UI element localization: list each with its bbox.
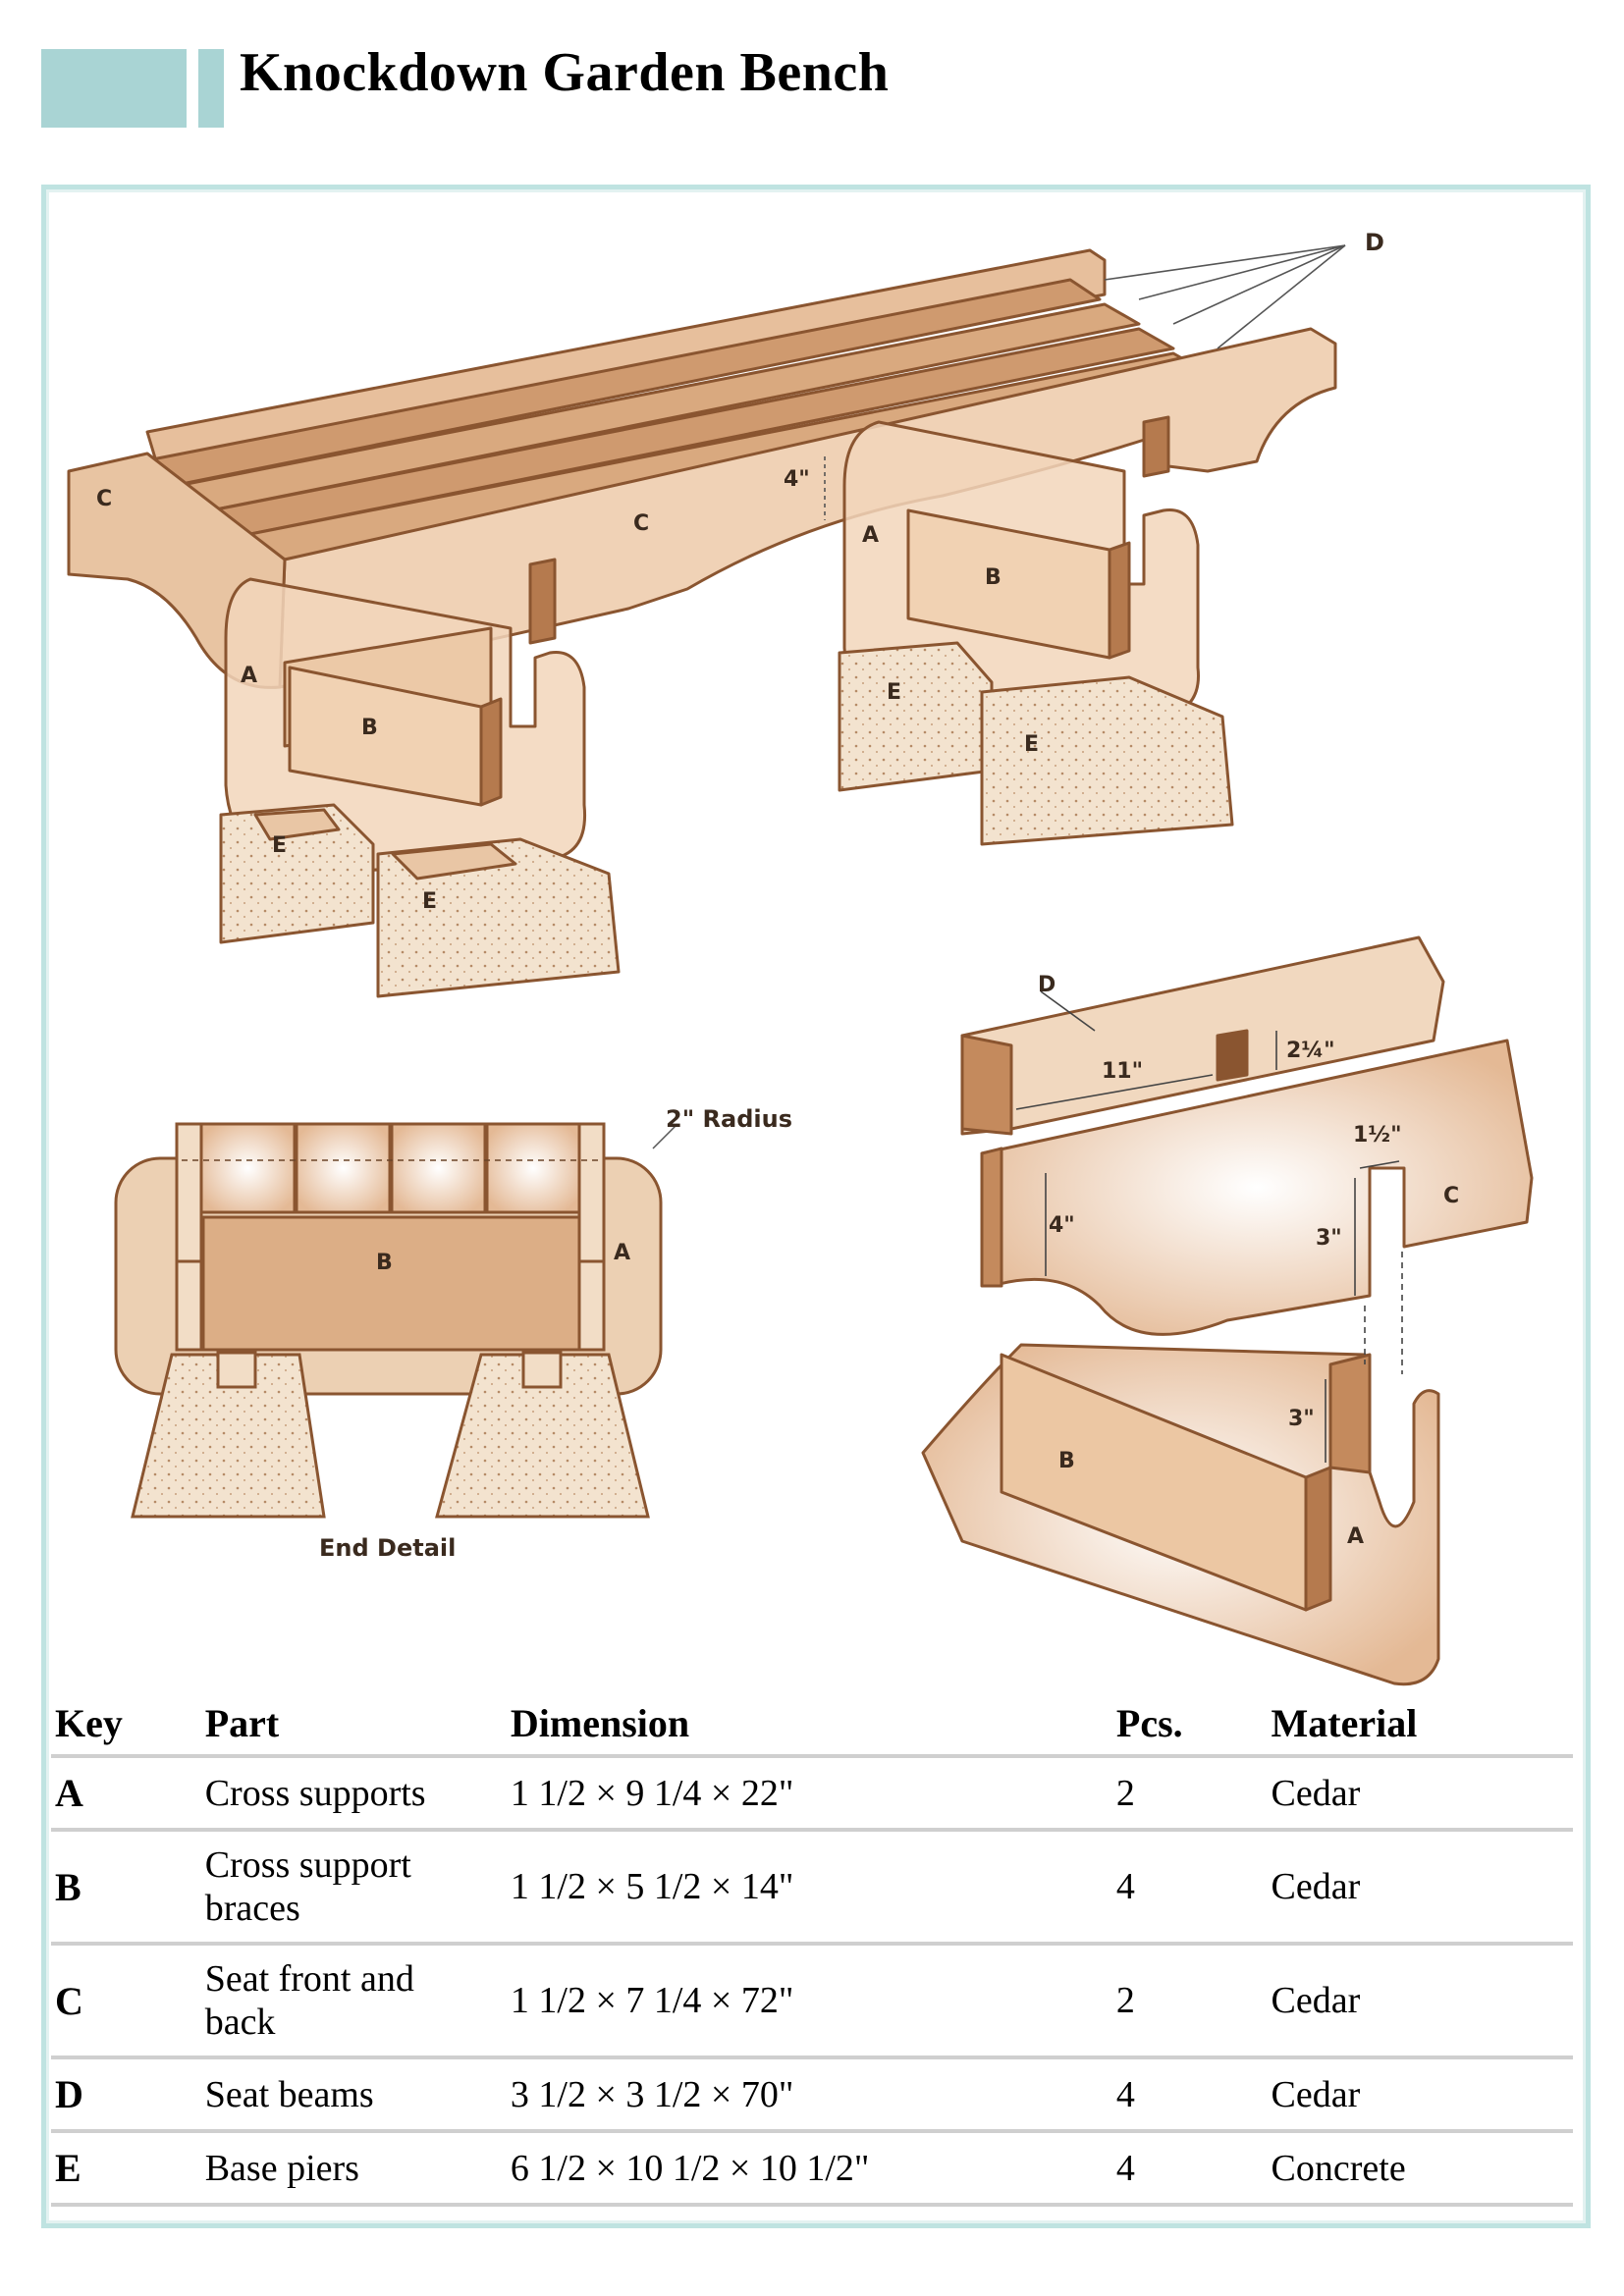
cell-material: Concrete [1267, 2133, 1573, 2207]
parts-table: Key Part Dimension Pcs. Material A Cross… [51, 1688, 1573, 2207]
cell-pcs: 2 [1111, 1946, 1268, 2059]
cell-key: A [51, 1758, 201, 1832]
col-key: Key [51, 1688, 201, 1758]
label-det-d: D [1038, 973, 1056, 997]
cell-dimension: 1 1/2 × 7 1/4 × 72" [506, 1946, 1112, 2059]
label-e-1: E [272, 833, 287, 858]
label-det-c: C [1443, 1184, 1459, 1208]
label-det-b: B [1058, 1449, 1075, 1473]
label-d-top: D [1365, 229, 1384, 256]
end-detail-diagram [114, 1122, 678, 1519]
label-end-b: B [376, 1251, 393, 1275]
cell-material: Cedar [1267, 2059, 1573, 2133]
cell-dimension: 3 1/2 × 3 1/2 × 70" [506, 2059, 1112, 2133]
cell-pcs: 4 [1111, 2133, 1268, 2207]
page-title: Knockdown Garden Bench [240, 42, 890, 103]
joint-dimension-lines [1015, 990, 1403, 1463]
bench-assembly [67, 248, 1337, 998]
label-det-1h: 1½" [1353, 1123, 1402, 1148]
cell-part: Base piers [200, 2133, 507, 2207]
label-a-right: A [862, 523, 879, 548]
label-det-a: A [1347, 1524, 1364, 1549]
bench-d-leaders [824, 244, 1346, 520]
header-accent-bar [198, 49, 224, 128]
label-det-11: 11" [1102, 1059, 1143, 1084]
end-detail-caption: End Detail [319, 1534, 456, 1562]
cell-pcs: 2 [1111, 1758, 1268, 1832]
table-row: D Seat beams 3 1/2 × 3 1/2 × 70" 4 Cedar [51, 2059, 1573, 2133]
cell-pcs: 4 [1111, 2059, 1268, 2133]
cell-key: B [51, 1832, 201, 1946]
cell-dimension: 6 1/2 × 10 1/2 × 10 1/2" [506, 2133, 1112, 2207]
cell-part: Seat beams [200, 2059, 507, 2133]
label-end-a: A [614, 1241, 630, 1265]
label-c-mid: C [633, 511, 649, 536]
header-accent-block [41, 49, 187, 128]
label-e-3: E [887, 680, 901, 705]
joint-detail-diagram [921, 935, 1534, 1686]
cell-part: Cross supports [200, 1758, 507, 1832]
cell-material: Cedar [1267, 1758, 1573, 1832]
label-det-3a: 3" [1316, 1226, 1342, 1251]
bench-illustration: D C C 4" A B A B E E E E 2" Radius B A E… [67, 229, 1534, 1686]
cell-dimension: 1 1/2 × 5 1/2 × 14" [506, 1832, 1112, 1946]
table-row: C Seat front and back 1 1/2 × 7 1/4 × 72… [51, 1946, 1573, 2059]
label-det-3b: 3" [1288, 1407, 1315, 1431]
label-b-right: B [985, 565, 1001, 590]
table-row: A Cross supports 1 1/2 × 9 1/4 × 22" 2 C… [51, 1758, 1573, 1832]
label-e-4: E [1024, 732, 1039, 757]
table-header-row: Key Part Dimension Pcs. Material [51, 1688, 1573, 1758]
cell-key: E [51, 2133, 201, 2207]
label-c-left: C [96, 487, 112, 511]
cell-part: Seat front and back [200, 1946, 507, 2059]
cell-key: D [51, 2059, 201, 2133]
table-row: B Cross support braces 1 1/2 × 5 1/2 × 1… [51, 1832, 1573, 1946]
col-material: Material [1267, 1688, 1573, 1758]
cell-material: Cedar [1267, 1946, 1573, 2059]
label-radius: 2" Radius [666, 1105, 792, 1133]
label-rise: 4" [784, 467, 810, 492]
col-pcs: Pcs. [1111, 1688, 1268, 1758]
col-dimension: Dimension [506, 1688, 1112, 1758]
label-e-2: E [422, 889, 437, 914]
label-b-left: B [361, 716, 378, 740]
label-det-4: 4" [1049, 1213, 1075, 1238]
cell-material: Cedar [1267, 1832, 1573, 1946]
cell-part: Cross support braces [200, 1832, 507, 1946]
table-row: E Base piers 6 1/2 × 10 1/2 × 10 1/2" 4 … [51, 2133, 1573, 2207]
cell-dimension: 1 1/2 × 9 1/4 × 22" [506, 1758, 1112, 1832]
col-part: Part [200, 1688, 507, 1758]
cell-key: C [51, 1946, 201, 2059]
label-det-2q: 2¼" [1286, 1039, 1335, 1063]
cell-pcs: 4 [1111, 1832, 1268, 1946]
label-a-left: A [241, 664, 257, 688]
